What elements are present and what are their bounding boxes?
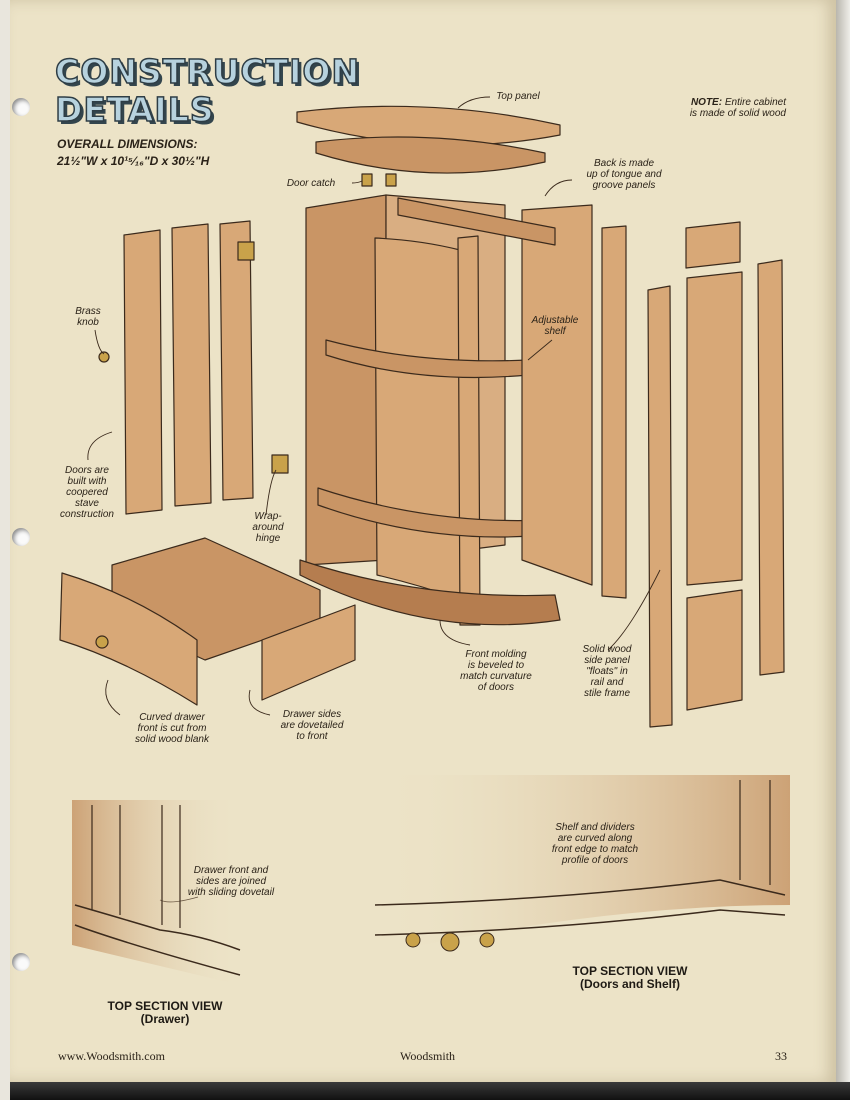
door-stave <box>219 220 254 501</box>
title-line-2: DETAILS <box>54 89 215 130</box>
cabinet-base <box>299 559 561 626</box>
door-catch <box>361 173 373 187</box>
note-text: Entire cabinet is made of solid wood <box>689 97 786 119</box>
binder-hole-bottom <box>12 953 30 971</box>
title-line-1: CONSTRUCTION <box>54 51 361 92</box>
label-side-panel: Solid wood side panel "floats" in rail a… <box>582 644 632 699</box>
door-stave <box>171 223 212 507</box>
caption-doors-section: TOP SECTION VIEW (Doors and Shelf) <box>572 964 688 991</box>
drawer-side <box>261 604 356 701</box>
footer-magazine: Woodsmith <box>400 1049 456 1063</box>
top-sub-panel <box>315 136 546 174</box>
section-doors-view <box>374 775 790 955</box>
footer-website: www.Woodsmith.com <box>58 1049 165 1063</box>
binder-hole-middle <box>12 528 30 546</box>
wrap-hinge <box>271 454 289 474</box>
page-edge-shadow <box>836 0 850 1100</box>
door-stave <box>123 229 163 515</box>
label-adjustable-shelf: Adjustable shelf <box>531 315 579 337</box>
side-stile <box>647 285 673 728</box>
front-stile <box>457 235 481 626</box>
brass-knob <box>98 351 110 363</box>
label-back: Back is made up of tongue and groove pan… <box>586 158 662 191</box>
label-front-molding: Front molding is beveled to match curvat… <box>460 649 532 693</box>
back-panel-strip <box>601 225 627 599</box>
drawer-knob <box>95 635 109 649</box>
side-rail-top <box>685 221 741 269</box>
section-drawer-view <box>72 800 241 985</box>
side-rail-bottom <box>686 589 743 711</box>
note-prefix: NOTE: <box>690 97 723 108</box>
drawer-front <box>59 572 198 706</box>
side-panel <box>686 271 743 586</box>
label-wrap-hinge: Wrap- around hinge <box>252 511 284 544</box>
dimensions-value: 21½"W x 10¹⁵⁄₁₆"D x 30½"H <box>57 154 210 168</box>
dimensions-heading: OVERALL DIMENSIONS: <box>57 137 198 151</box>
label-drawer-joint: Drawer front and sides are joined with s… <box>187 865 275 898</box>
back-panel <box>521 204 593 586</box>
page-number: 33 <box>775 1049 787 1063</box>
top-rail <box>397 197 556 246</box>
label-shelf-dividers: Shelf and dividers are curved along fron… <box>551 822 639 866</box>
cabinet-door <box>374 237 463 601</box>
label-doors: Doors are built with coopered stave cons… <box>60 465 114 520</box>
scan-bottom-edge <box>10 1082 850 1100</box>
note: NOTE: Entire cabinet is made of solid wo… <box>648 97 786 119</box>
label-door-catch: Door catch <box>286 178 336 189</box>
side-stile-right <box>757 259 785 676</box>
label-drawer-sides: Drawer sides are dovetailed to front <box>280 709 344 742</box>
label-drawer-front: Curved drawer front is cut from solid wo… <box>135 712 209 745</box>
label-top-panel: Top panel <box>496 91 540 102</box>
binder-hole-top <box>12 98 30 116</box>
label-brass-knob: Brass knob <box>75 306 101 328</box>
caption-drawer-section: TOP SECTION VIEW (Drawer) <box>107 999 223 1026</box>
